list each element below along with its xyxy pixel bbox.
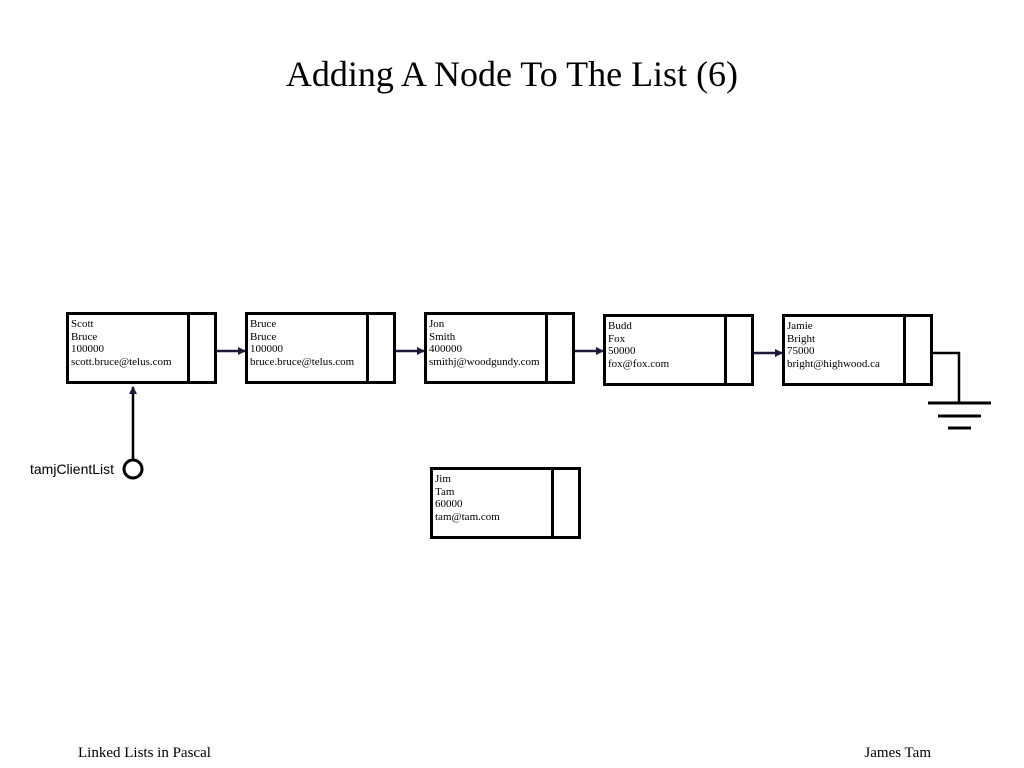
- node-last-name: Tam: [435, 485, 455, 498]
- node-first-name: Scott: [71, 318, 94, 330]
- node-email: bright@highwood.ca: [787, 357, 880, 370]
- node-next-field: [187, 312, 217, 384]
- list-node: Jon Smith 400000 smithj@woodgundy.com: [424, 312, 575, 384]
- node-next-field: [551, 467, 581, 539]
- node-first-name: Jim: [435, 473, 451, 485]
- list-node: Budd Fox 50000 fox@fox.com: [603, 314, 754, 386]
- list-node: Scott Bruce 100000 scott.bruce@telus.com: [66, 312, 217, 384]
- node-last-name: Bruce: [250, 330, 277, 343]
- node-income: 100000: [250, 343, 283, 355]
- node-data-fields: Scott Bruce 100000 scott.bruce@telus.com: [71, 318, 172, 368]
- ground-icon: [928, 401, 991, 430]
- slide-title: Adding A Node To The List (6): [285, 54, 739, 94]
- node-next-field: [903, 314, 933, 386]
- node-data-fields: Jon Smith 400000 smithj@woodgundy.com: [429, 318, 540, 368]
- node-first-name: Budd: [608, 320, 632, 332]
- footer-course-title: Linked Lists in Pascal: [78, 745, 211, 761]
- node-income: 50000: [608, 345, 636, 357]
- node-first-name: Bruce: [250, 318, 277, 330]
- node-email: fox@fox.com: [608, 357, 670, 370]
- new-list-node: Jim Tam 60000 tam@tam.com: [430, 467, 581, 539]
- node-income: 400000: [429, 343, 462, 355]
- head-pointer-circle: [122, 458, 144, 480]
- node-income: 75000: [787, 345, 815, 357]
- node-first-name: Jon: [429, 318, 445, 330]
- node-data-fields: Jim Tam 60000 tam@tam.com: [435, 473, 500, 523]
- node-next-field: [366, 312, 396, 384]
- node-data-fields: Budd Fox 50000 fox@fox.com: [608, 320, 669, 370]
- node-email: smithj@woodgundy.com: [429, 355, 540, 368]
- head-pointer-label: tamjClientList: [30, 461, 115, 477]
- node-last-name: Smith: [429, 330, 456, 343]
- node-data-fields: Bruce Bruce 100000 bruce.bruce@telus.com: [250, 318, 354, 368]
- node-income: 100000: [71, 343, 104, 355]
- node-income: 60000: [435, 498, 463, 510]
- node-email: bruce.bruce@telus.com: [250, 355, 355, 368]
- node-last-name: Bruce: [71, 330, 98, 343]
- node-last-name: Fox: [608, 332, 626, 345]
- node-email: scott.bruce@telus.com: [71, 355, 172, 368]
- node-last-name: Bright: [787, 332, 816, 345]
- footer-author: James Tam: [864, 745, 931, 761]
- node-next-field: [724, 314, 754, 386]
- node-data-fields: Jamie Bright 75000 bright@highwood.ca: [787, 320, 880, 370]
- node-next-field: [545, 312, 575, 384]
- nil-pointer-line: [925, 351, 961, 403]
- list-node: Bruce Bruce 100000 bruce.bruce@telus.com: [245, 312, 396, 384]
- node-first-name: Jamie: [787, 320, 813, 332]
- node-email: tam@tam.com: [435, 510, 500, 523]
- list-node: Jamie Bright 75000 bright@highwood.ca: [782, 314, 933, 386]
